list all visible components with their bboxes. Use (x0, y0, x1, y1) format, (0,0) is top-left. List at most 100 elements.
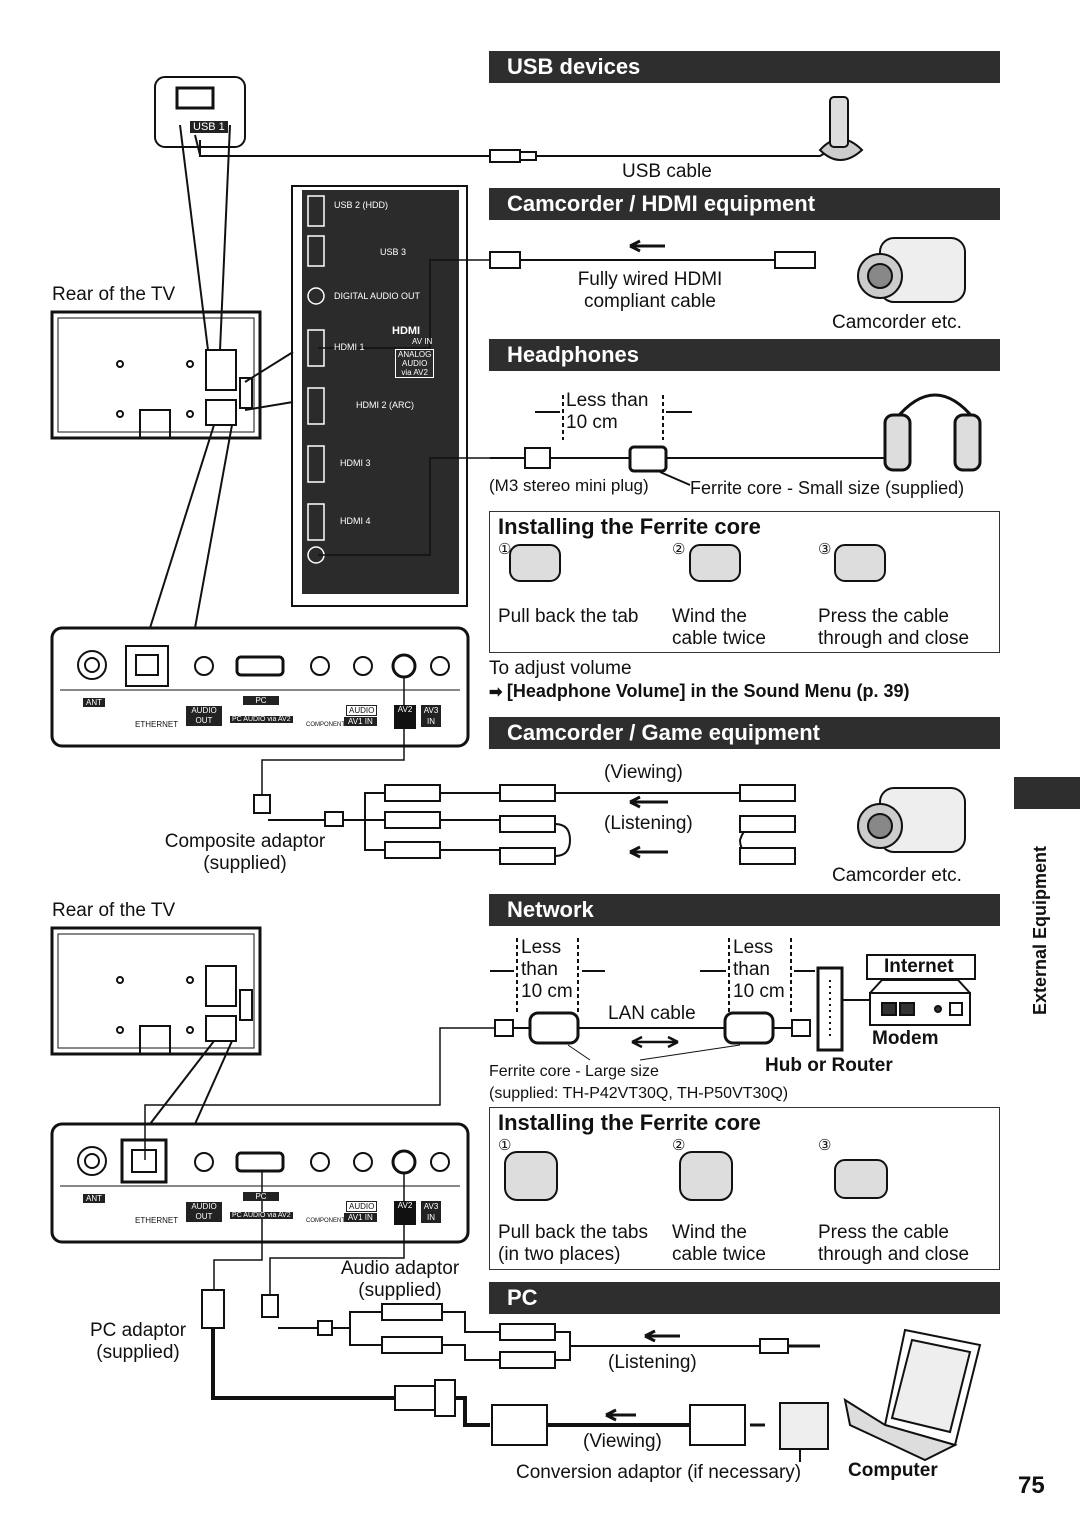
network-than-2: than (733, 959, 770, 980)
ferrite-small-box: Installing the Ferrite core ① ② ③ Pull b… (489, 511, 1000, 653)
ant-label-1: ANT (83, 698, 105, 707)
headphone-volume-reference[interactable]: ➡ [Headphone Volume] in the Sound Menu (… (489, 680, 910, 704)
ferrite-large-step2-num: ② (672, 1137, 686, 1154)
adjust-volume-label: To adjust volume (489, 658, 632, 679)
camcorder-icon-1 (857, 237, 966, 303)
section-headphones: Headphones (489, 339, 1000, 371)
usb-stick (829, 96, 849, 148)
av2-label-1: AV2 (394, 705, 416, 729)
side-terminal-panel (291, 185, 468, 607)
ferrite-large-step2-line1: Wind the (672, 1222, 747, 1243)
camcorder-label-2: Camcorder etc. (832, 865, 962, 886)
section-pc: PC (489, 1282, 1000, 1314)
audio-av1-label-2: AUDIO (346, 1201, 378, 1212)
conversion-adaptor-label: Conversion adaptor (if necessary) (516, 1462, 802, 1483)
ferrite-small-title: Installing the Ferrite core (498, 514, 761, 539)
lan-cable-label: LAN cable (608, 1003, 696, 1024)
ferrite-large-step1-line2: (in two places) (498, 1244, 621, 1265)
vga-plug-right (689, 1404, 746, 1446)
pc-adaptor-line2: (supplied) (96, 1342, 180, 1363)
composite-adaptor-line1: Composite adaptor (164, 831, 326, 852)
ferrite-large-step1-num: ① (498, 1137, 512, 1154)
av3-text-2: AV3 (423, 1202, 439, 1211)
network-less-1: Less (521, 937, 562, 958)
av1-in-label-1: AV1 IN (344, 717, 377, 726)
rear-of-tv-label-2: Rear of the TV (52, 900, 176, 921)
m3-plug (524, 447, 551, 469)
side-label-hdmi4: HDMI 4 (340, 516, 371, 526)
network-less-2: Less (733, 937, 774, 958)
pc-label-1: PC (243, 696, 279, 705)
usb-cable-label: USB cable (622, 161, 712, 182)
out-text-1: OUT (195, 716, 213, 725)
pc-audio-label-1: PC AUDIO via AV2 (230, 716, 293, 723)
out-text-2: OUT (195, 1212, 213, 1221)
side-label-digital: DIGITAL AUDIO OUT (334, 291, 421, 301)
side-label-hdmi1: HDMI 1 (334, 342, 365, 352)
audio-out-text-1: AUDIO (191, 706, 217, 715)
composite-adaptor-line2: (supplied) (203, 853, 287, 874)
usb-cable-line (199, 140, 490, 157)
ferrite-small-step1: Pull back the tab (498, 606, 638, 628)
ferrite-small-step2-num: ② (672, 541, 686, 558)
pc-listening-label: (Listening) (608, 1352, 697, 1373)
section-camcorder-game: Camcorder / Game equipment (489, 717, 1000, 749)
audio-text: AUDIO (402, 359, 428, 368)
conversion-adaptor (779, 1402, 829, 1450)
ferrite-large-step1-line1: Pull back the tabs (498, 1222, 648, 1243)
av1-in-label-2: AV1 IN (344, 1213, 377, 1222)
ferrite-small-step1-num: ① (498, 541, 512, 558)
network-distance-2: 10 cm (733, 981, 785, 1002)
network-than-1: than (521, 959, 558, 980)
hub-router-label: Hub or Router (765, 1055, 893, 1076)
ferrite-large-1 (528, 1011, 580, 1045)
ferrite-small-step3-line2: through and close (818, 628, 970, 649)
ferrite-small-step2-line1: Wind the (672, 606, 747, 627)
audio-adaptor-label: Audio adaptor (supplied) (330, 1258, 470, 1302)
ferrite-small-step3-line1: Press the cable (818, 606, 949, 627)
section-network: Network (489, 894, 1000, 926)
av2-label-2: AV2 (394, 1201, 416, 1225)
bottom-terminal-panel-2 (50, 1122, 470, 1244)
ferrite-large-supplied-label: (supplied: TH-P42VT30Q, TH-P50VT30Q) (489, 1085, 789, 1102)
network-distance-1: 10 cm (521, 981, 573, 1002)
section-camcorder-hdmi: Camcorder / HDMI equipment (489, 188, 1000, 220)
hdmi-cable-line1: Fully wired HDMI (577, 269, 723, 290)
ferrite-large-title: Installing the Ferrite core (498, 1110, 761, 1135)
composite-adaptor-label: Composite adaptor (supplied) (150, 831, 340, 875)
analog-text: ANALOG (398, 350, 432, 359)
internet-label: Internet (884, 956, 954, 977)
hub-router-icon (816, 966, 844, 1052)
game-viewing-label: (Viewing) (604, 762, 683, 783)
camcorder-icon-2 (857, 787, 966, 853)
ferrite-large-step3-num: ③ (818, 1137, 832, 1154)
ferrite-small (628, 445, 668, 473)
ferrite-large-label: Ferrite core - Large size (489, 1063, 659, 1080)
ferrite-small-step2-line2: cable twice (672, 628, 766, 649)
bottom-terminal-panel-1 (50, 626, 470, 748)
usb1-port-icon (175, 86, 215, 110)
side-tab-marker (1014, 777, 1080, 809)
ferrite-small-label: Ferrite core - Small size (supplied) (690, 478, 965, 498)
hdmi-plug-left (489, 251, 521, 269)
m3-plug-label: (M3 stereo mini plug) (489, 476, 649, 495)
camcorder-label-1: Camcorder etc. (832, 312, 962, 333)
pc-adaptor-label: PC adaptor (supplied) (80, 1320, 196, 1364)
headphone-volume-text: [Headphone Volume] in the Sound Menu (p.… (506, 681, 910, 701)
component-label-2: COMPONENT (306, 1218, 345, 1224)
vga-plug-left (491, 1404, 548, 1446)
arrow-right-icon: ➡ (489, 684, 507, 701)
pc-adaptor-line1: PC adaptor (89, 1320, 187, 1341)
modem-label: Modem (872, 1028, 939, 1049)
tv-rear-2 (50, 926, 262, 1056)
page-number: 75 (1018, 1472, 1045, 1499)
ferrite-large-step2-line2: cable twice (672, 1244, 766, 1265)
side-label-hdmi3: HDMI 3 (340, 458, 371, 468)
